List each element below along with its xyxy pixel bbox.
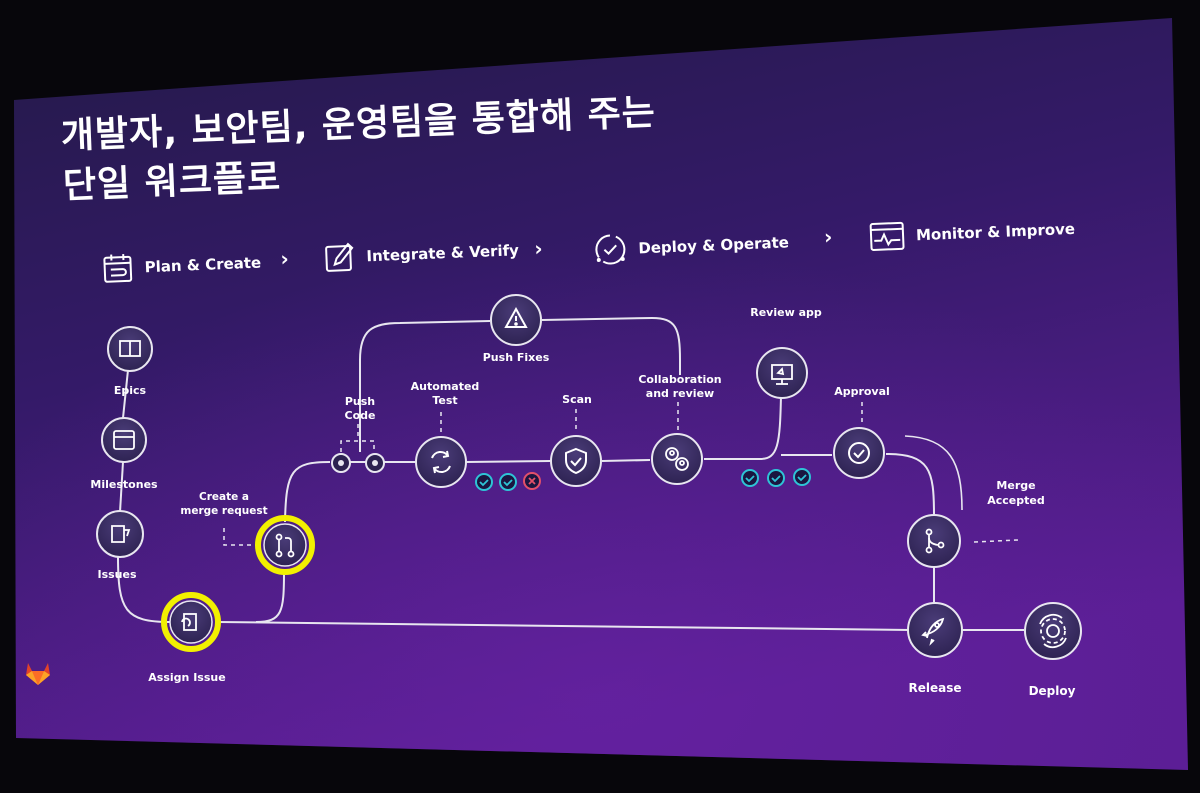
review-status-group xyxy=(741,468,811,487)
test-status-group xyxy=(475,472,541,491)
push-code-label-line2: Code xyxy=(345,409,376,422)
leader-create-mr xyxy=(223,528,258,546)
issues-node xyxy=(96,510,144,558)
push-code-commits xyxy=(331,453,385,473)
book-icon xyxy=(119,340,141,357)
shield-icon xyxy=(565,447,587,475)
assign-issue-label: Assign Issue xyxy=(148,671,225,684)
monitor-improve-icon xyxy=(869,221,905,251)
calendar-icon xyxy=(113,430,135,450)
connector-mr-push xyxy=(284,461,331,523)
release-node xyxy=(907,602,963,658)
create-mr-label-line1: Create a xyxy=(199,491,249,503)
check-pass-icon xyxy=(499,473,517,491)
scan-node xyxy=(550,435,602,487)
scan-label: Scan xyxy=(562,393,592,406)
connector-milestones-issues xyxy=(119,461,124,513)
merge-request-icon xyxy=(275,533,295,558)
stage-row: Plan & Create › Integrate & Verify › Dep… xyxy=(100,210,1101,300)
leader-push-code-bracket xyxy=(340,440,375,452)
epics-node xyxy=(107,326,153,372)
gitlab-logo-icon xyxy=(26,663,50,685)
milestones-label: Milestones xyxy=(90,478,158,491)
check-pass-icon xyxy=(767,469,785,487)
warning-icon xyxy=(504,306,528,328)
refresh-icon xyxy=(431,450,451,474)
merge-label-line2: Accepted xyxy=(987,494,1044,507)
epics-label: Epics xyxy=(114,384,147,397)
deploy-operate-icon xyxy=(595,234,626,265)
stage-plan-create: Plan & Create xyxy=(100,246,262,286)
merge-label-line1: Merge xyxy=(996,479,1035,492)
connector-collab-reviewapp xyxy=(759,394,782,460)
connector-issues-assign xyxy=(117,556,171,623)
deploy-label: Deploy xyxy=(1029,684,1076,698)
collab-label-line2: and review xyxy=(646,387,714,400)
merge-request-node xyxy=(255,515,315,575)
milestones-node xyxy=(101,417,147,463)
review-app-label: Review app xyxy=(750,306,822,319)
connector-approval-arc xyxy=(904,435,963,511)
push-code-label-line1: Push xyxy=(345,395,375,408)
issue-icon xyxy=(111,525,131,543)
check-fail-icon xyxy=(523,472,541,490)
connector-approval-merge xyxy=(885,453,935,516)
create-mr-label-line2: merge request xyxy=(180,505,267,517)
approval-icon xyxy=(848,442,870,464)
plan-create-icon xyxy=(103,254,133,283)
automated-test-label-line2: Test xyxy=(432,394,457,407)
approval-node xyxy=(833,427,885,479)
push-fixes-label: Push Fixes xyxy=(483,351,550,364)
push-fixes-node xyxy=(490,294,542,346)
automated-test-node xyxy=(415,436,467,488)
release-label: Release xyxy=(908,681,961,695)
connector-loop-left xyxy=(359,320,491,452)
collab-label-line1: Collaboration xyxy=(638,373,721,386)
deploy-node xyxy=(1024,602,1082,660)
assign-issue-node xyxy=(161,592,221,652)
connector-assign-mr xyxy=(255,571,285,623)
collaboration-node xyxy=(651,433,703,485)
issues-label: Issues xyxy=(97,568,136,581)
check-pass-icon xyxy=(741,469,759,487)
connector-assign-release xyxy=(217,621,911,631)
connector-epics-milestones xyxy=(122,369,129,419)
review-app-node xyxy=(756,347,808,399)
automated-test-label-line1: Automated xyxy=(411,380,480,393)
approval-label: Approval xyxy=(834,385,890,398)
connector-loop-right xyxy=(541,316,681,375)
check-pass-icon xyxy=(793,468,811,486)
monitor-icon xyxy=(771,364,793,385)
rocket-icon xyxy=(921,617,945,646)
stage-deploy-operate: Deploy & Operate xyxy=(592,224,790,268)
collaboration-icon xyxy=(665,447,689,471)
integrate-verify-icon xyxy=(325,242,354,272)
merge-icon xyxy=(925,528,945,554)
stage-integrate-verify: Integrate & Verify xyxy=(322,233,520,275)
assign-issue-icon xyxy=(181,613,197,631)
merge-accepted-node xyxy=(907,514,961,568)
deploy-gear-icon xyxy=(1039,613,1067,649)
check-pass-icon xyxy=(475,473,493,491)
stage-monitor-improve: Monitor & Improve xyxy=(867,211,1075,255)
